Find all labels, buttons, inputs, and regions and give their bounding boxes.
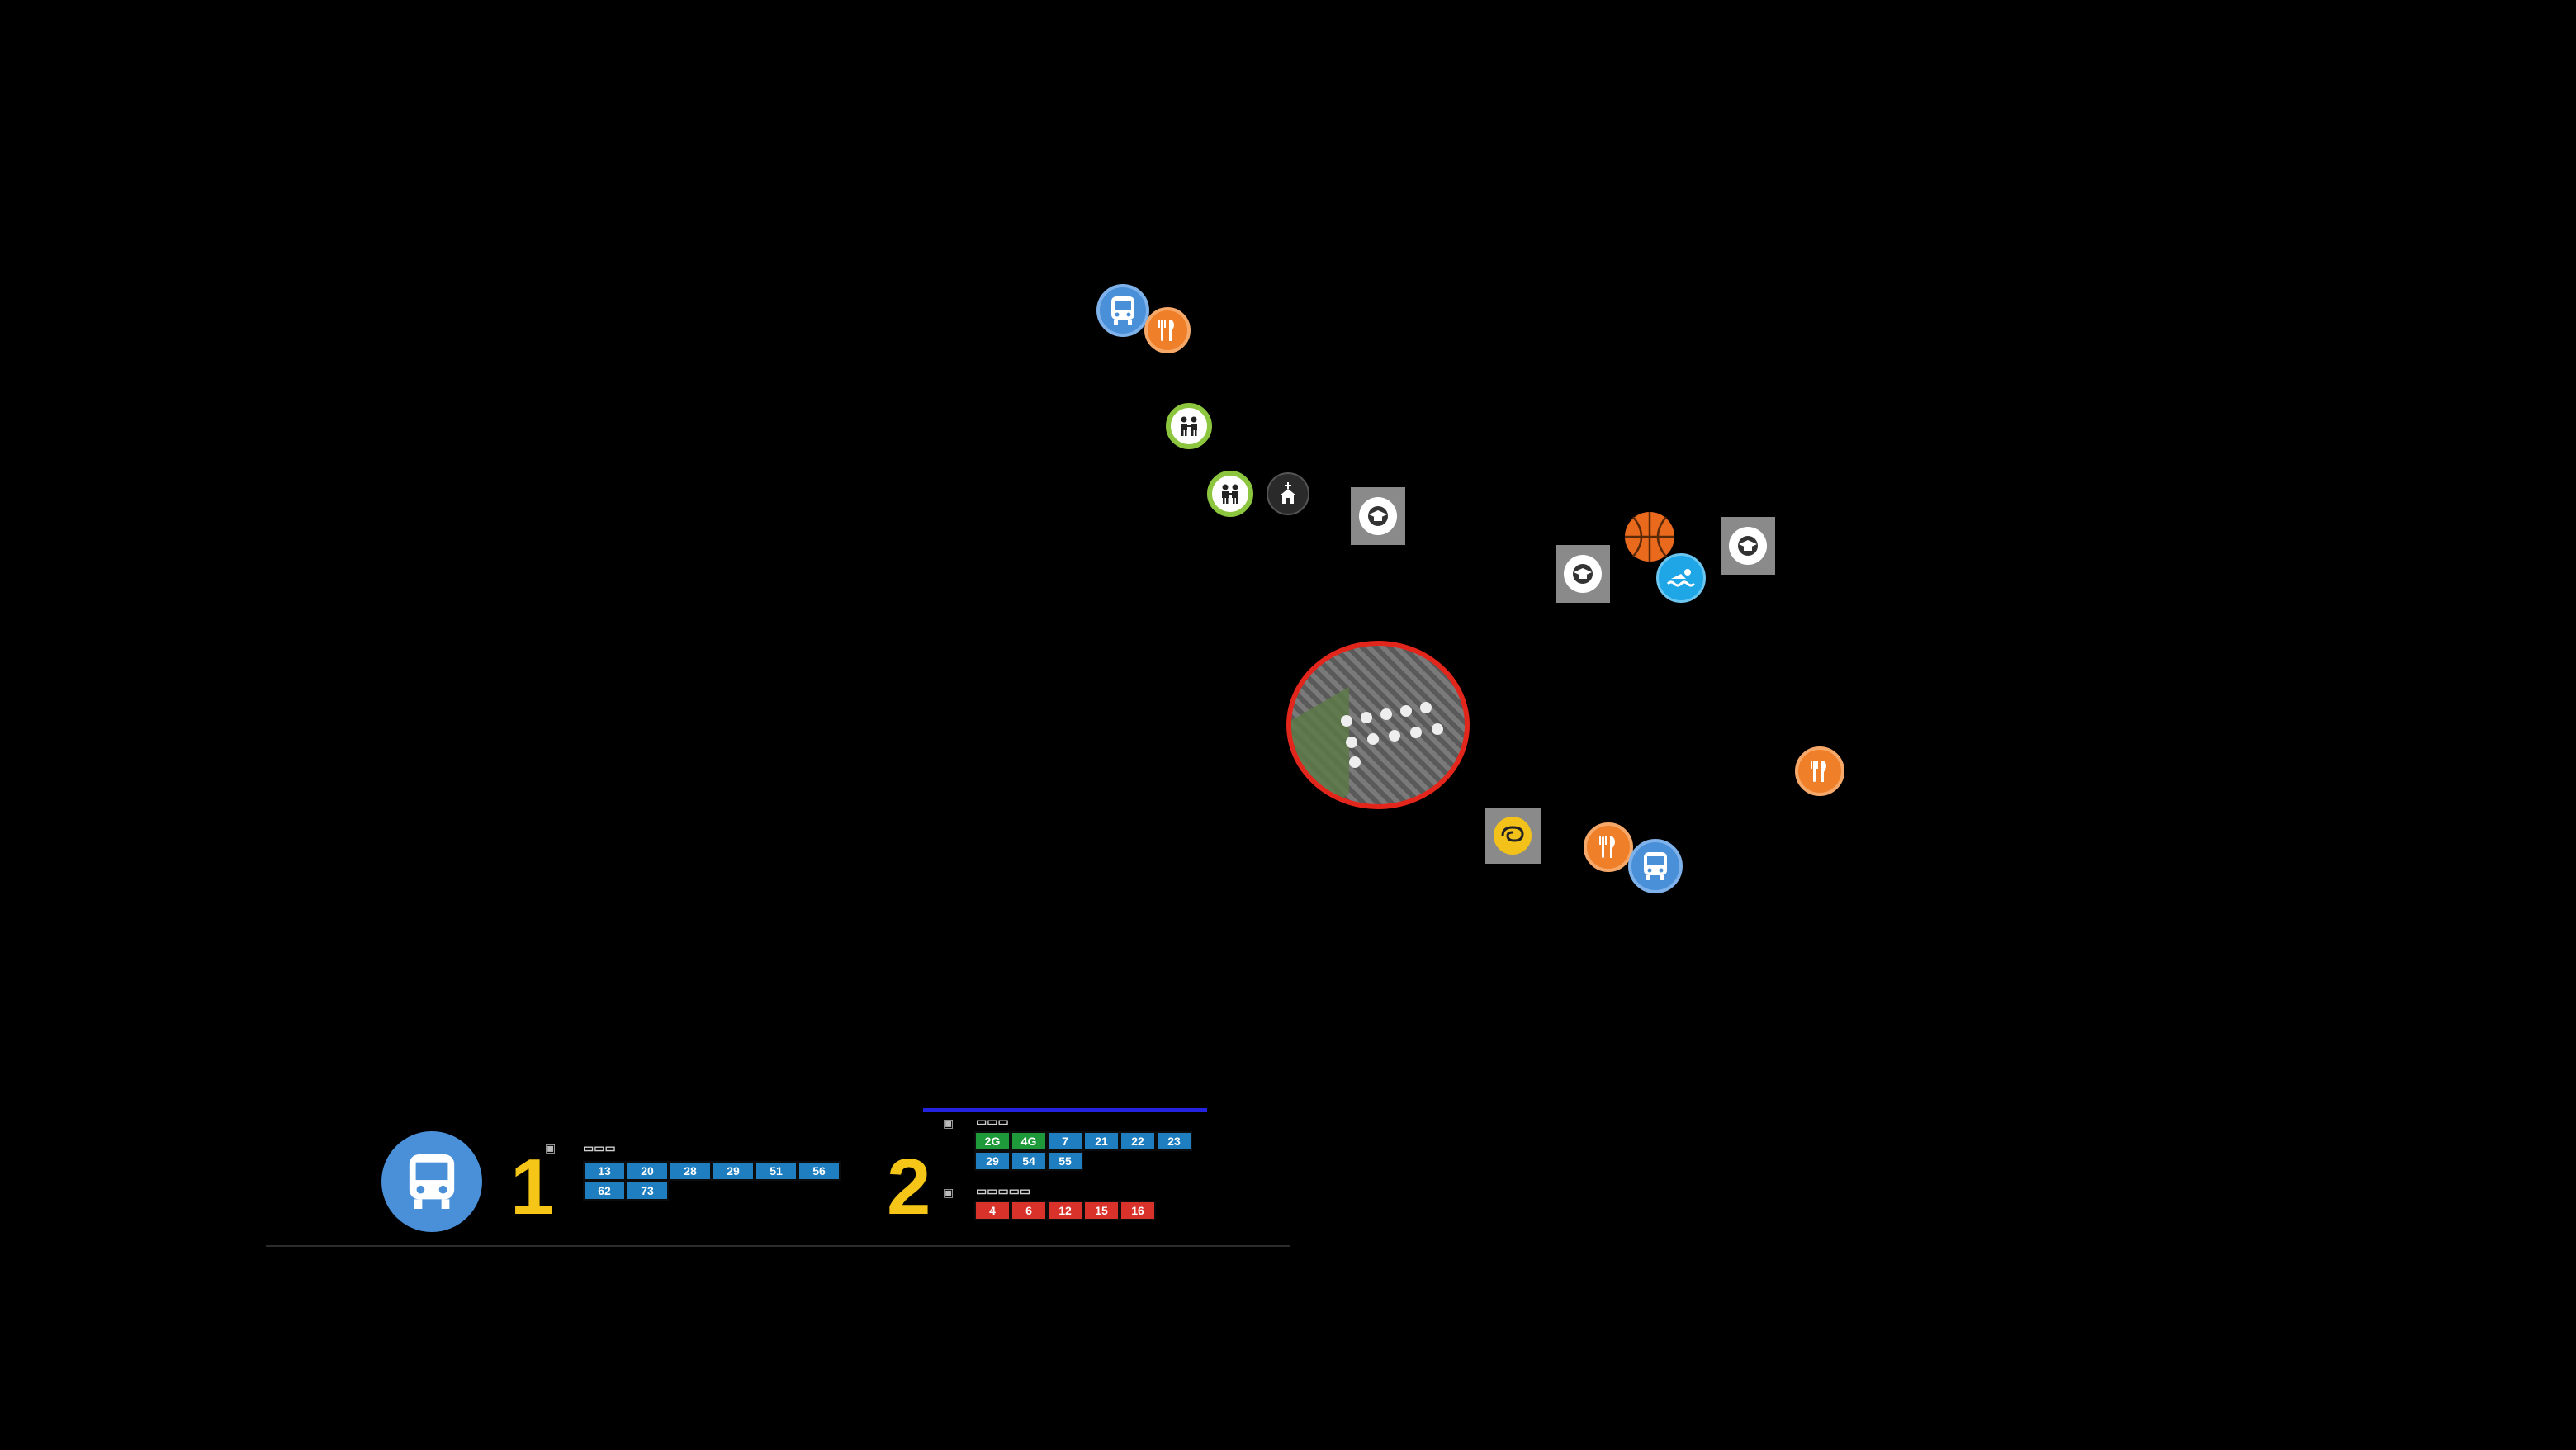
route-chip[interactable]: 29 (712, 1161, 755, 1181)
route-chip[interactable]: 13 (583, 1161, 626, 1181)
fork-knife-icon (1811, 761, 1826, 782)
bus-stop-small-icon: ▣ (943, 1186, 954, 1199)
bus-icon (1111, 296, 1134, 325)
route-chip[interactable]: 29 (974, 1151, 1011, 1171)
route-chip[interactable]: 56 (798, 1161, 841, 1181)
photo-detail (1400, 705, 1412, 717)
route-chip[interactable]: 2G (974, 1131, 1011, 1151)
playground-marker[interactable] (1166, 403, 1212, 449)
church-marker[interactable] (1267, 472, 1309, 515)
photo-detail (1367, 733, 1379, 745)
legend-baseline (266, 1245, 1290, 1247)
graduation-cap-icon (1368, 506, 1388, 526)
route-chip[interactable]: 23 (1156, 1131, 1192, 1151)
route-chip[interactable]: 22 (1120, 1131, 1156, 1151)
school-marker[interactable] (1351, 487, 1405, 545)
photo-grass-area (1291, 686, 1349, 804)
stop-number: 2 (887, 1143, 931, 1231)
basketball-icon (1625, 512, 1674, 562)
bus-legend-icon (381, 1131, 482, 1232)
bus-stop-small-icon: ▣ (545, 1141, 556, 1154)
graduation-cap-icon (1738, 536, 1758, 556)
route-chip[interactable]: 12 (1047, 1201, 1083, 1220)
selected-place-photo-marker[interactable] (1286, 641, 1470, 809)
route-chip[interactable]: 20 (626, 1161, 669, 1181)
photo-detail (1346, 737, 1357, 748)
stop-number: 1 (510, 1143, 555, 1231)
swimmer-icon (1666, 569, 1696, 587)
swirl-icon (1501, 826, 1524, 842)
children-icon (1222, 484, 1238, 504)
basketball-court-marker[interactable] (1625, 512, 1674, 562)
fork-knife-icon (1599, 836, 1615, 858)
bus-stop-small-icon: ▣ (943, 1116, 954, 1130)
route-chip[interactable]: 73 (626, 1181, 669, 1201)
playground-marker[interactable] (1207, 471, 1253, 517)
route-group-label: ▭▭▭ (976, 1115, 1009, 1128)
restaurant-marker[interactable] (1795, 746, 1844, 796)
school-marker[interactable] (1721, 517, 1775, 575)
route-chip[interactable]: 6 (1011, 1201, 1047, 1220)
route-chip[interactable]: 15 (1083, 1201, 1120, 1220)
fork-knife-icon (1158, 320, 1174, 341)
school-marker[interactable] (1556, 545, 1610, 603)
graduation-cap-icon (1573, 564, 1593, 584)
photo-detail (1380, 708, 1392, 720)
church-icon (1280, 482, 1296, 504)
route-chip[interactable]: 28 (669, 1161, 712, 1181)
bus-icon (409, 1154, 455, 1209)
yellow-poi-marker[interactable] (1485, 808, 1541, 864)
route-chip[interactable]: 55 (1047, 1151, 1083, 1171)
route-chip[interactable]: 7 (1047, 1131, 1083, 1151)
photo-detail (1361, 712, 1372, 723)
bus-icon (1644, 852, 1667, 880)
route-chip[interactable]: 51 (755, 1161, 798, 1181)
route-chip[interactable]: 62 (583, 1181, 626, 1201)
photo-detail (1341, 715, 1352, 727)
restaurant-marker[interactable] (1144, 307, 1191, 353)
photo-detail (1349, 756, 1361, 768)
route-chip[interactable]: 4G (1011, 1131, 1047, 1151)
route-chip[interactable]: 21 (1083, 1131, 1120, 1151)
bus-stop-marker[interactable] (1096, 284, 1149, 337)
restaurant-marker[interactable] (1584, 822, 1633, 872)
route-chip[interactable]: 4 (974, 1201, 1011, 1220)
bus-stop-marker[interactable] (1628, 839, 1683, 893)
photo-detail (1432, 723, 1443, 735)
photo-detail (1389, 730, 1400, 742)
legend-divider (923, 1108, 1207, 1112)
route-chip[interactable]: 16 (1120, 1201, 1156, 1220)
children-icon (1181, 416, 1197, 436)
route-group-label: ▭▭▭ (583, 1141, 616, 1154)
photo-detail (1410, 727, 1422, 738)
route-chip[interactable]: 54 (1011, 1151, 1047, 1171)
photo-detail (1420, 702, 1432, 713)
swimming-pool-marker[interactable] (1656, 553, 1706, 603)
route-group-label: ▭▭▭▭▭ (976, 1184, 1031, 1197)
